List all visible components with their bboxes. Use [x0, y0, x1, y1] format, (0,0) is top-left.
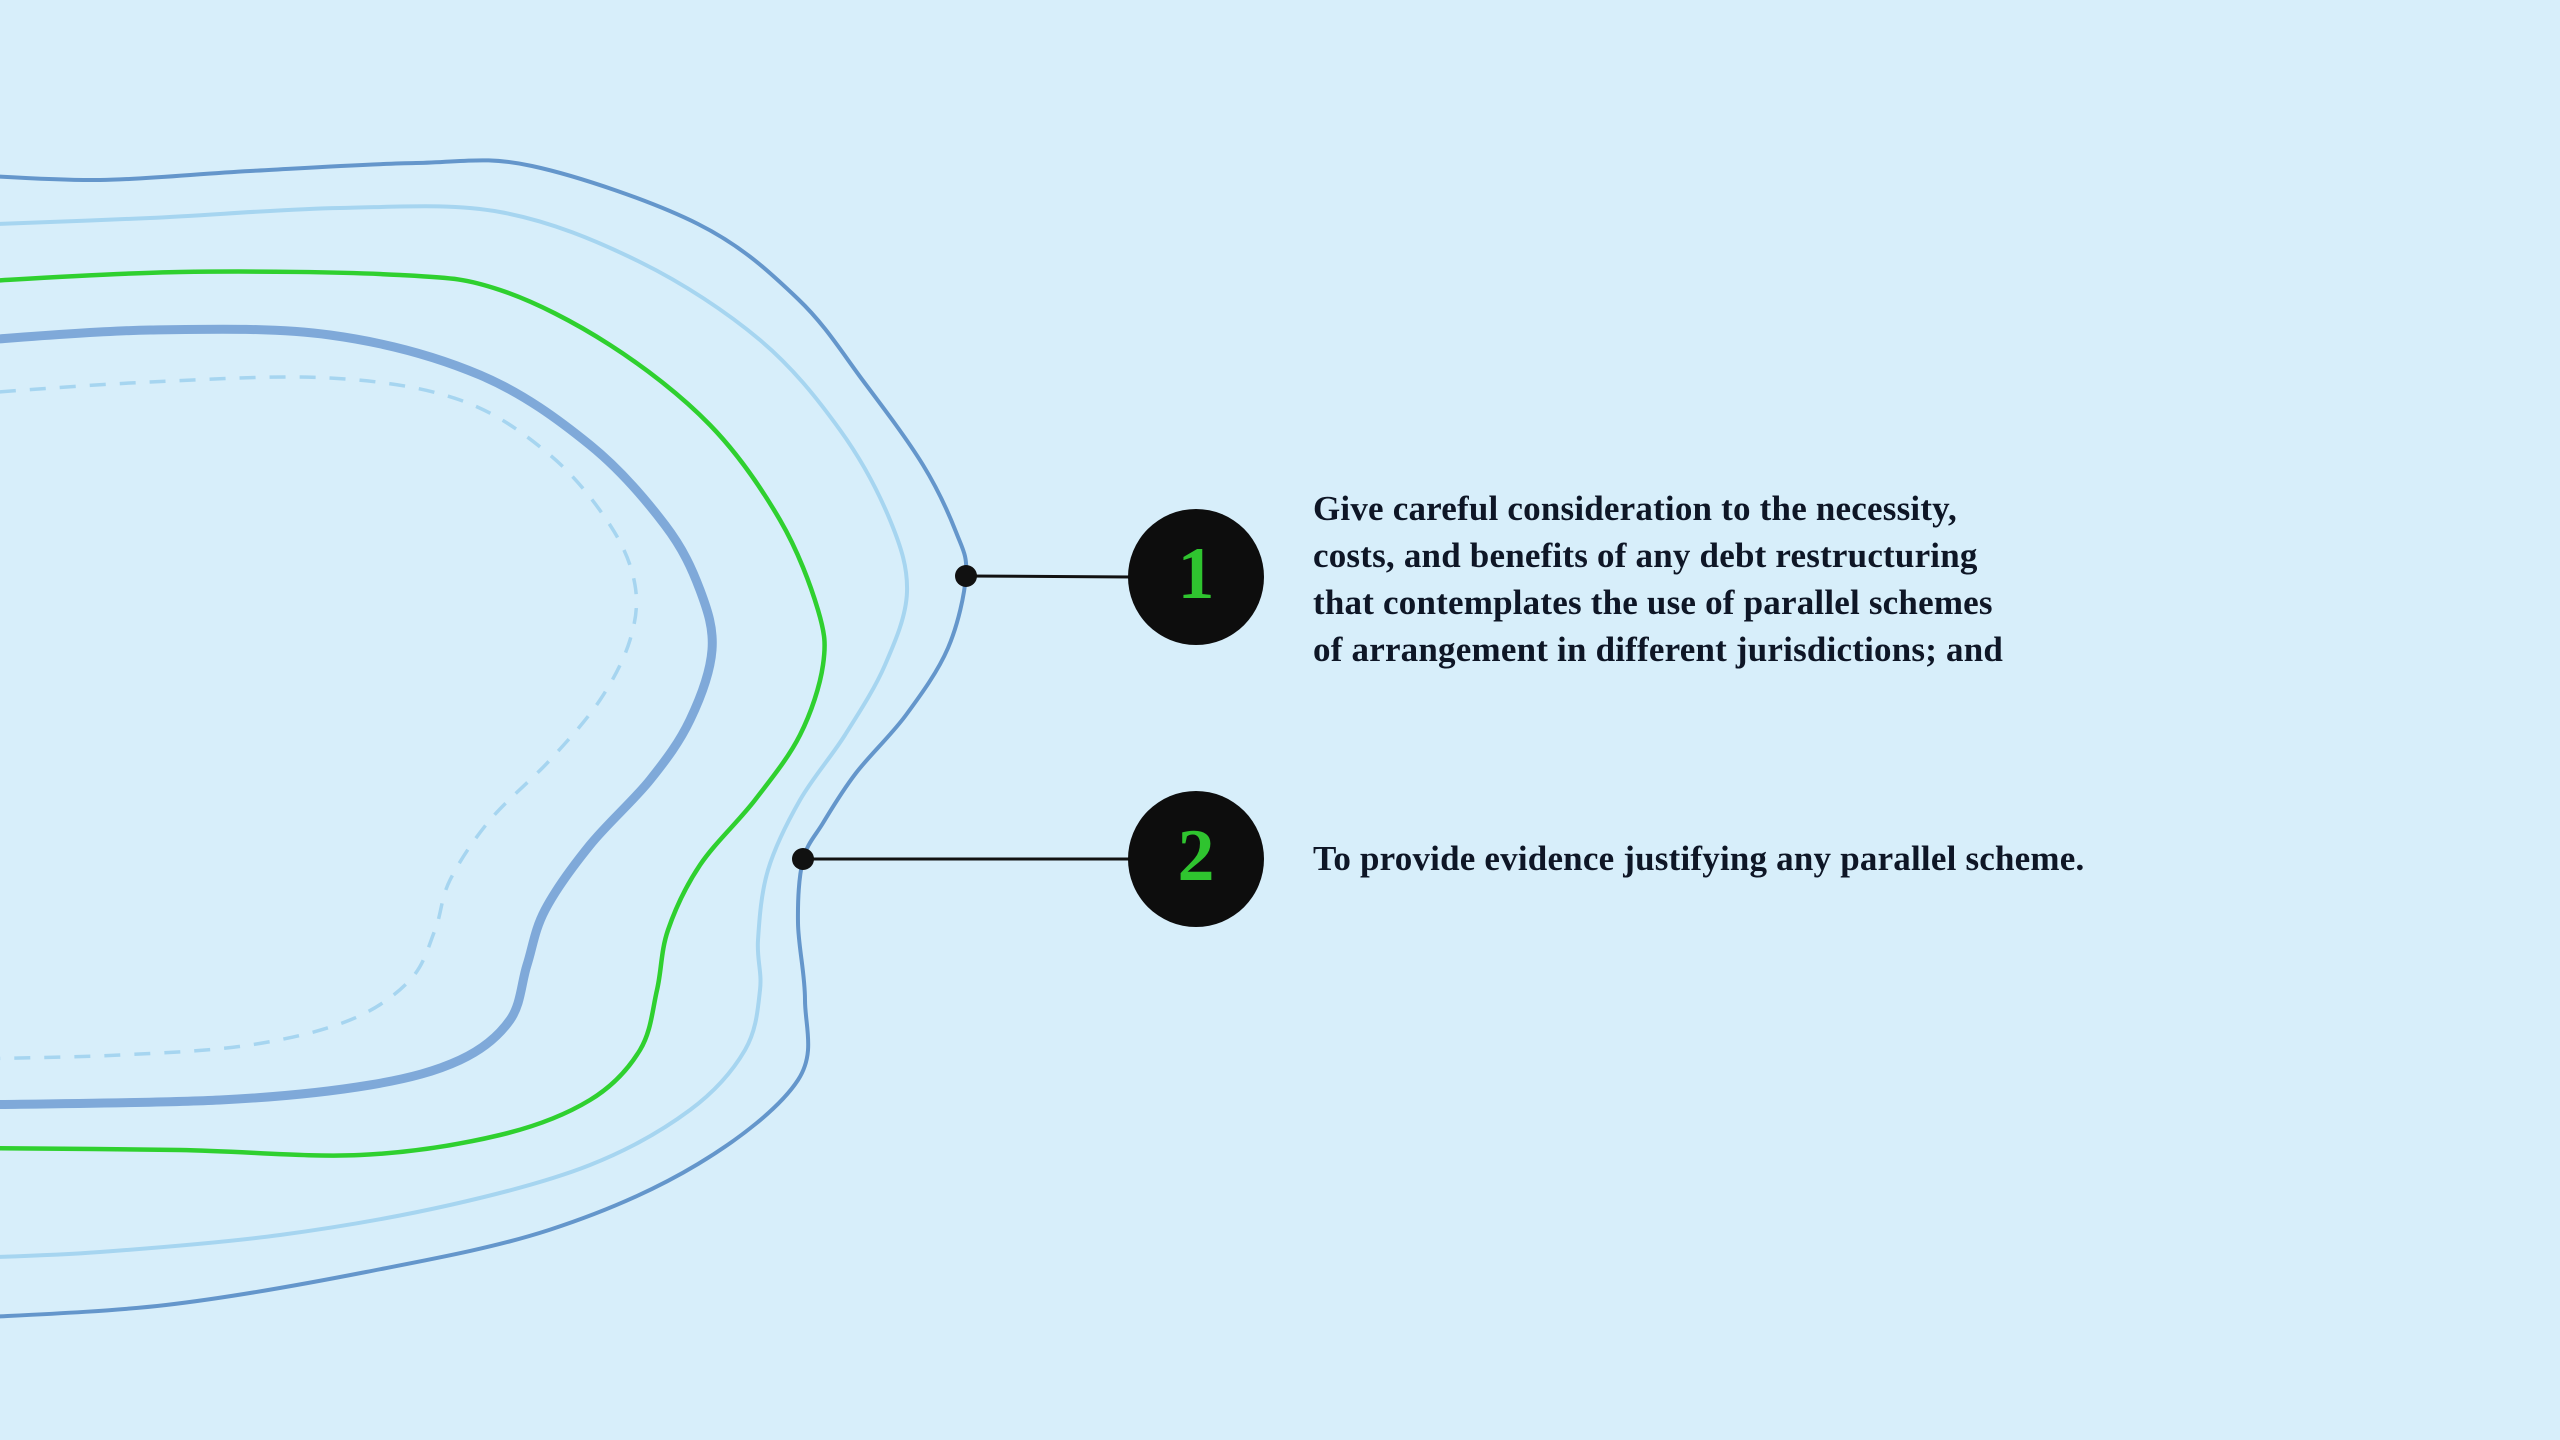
connector-dot-1 [955, 565, 977, 587]
callout-1-text: Give careful consideration to the necess… [1313, 489, 2004, 669]
callout-2-number: 2 [1177, 815, 1215, 897]
contour-line-dashed [0, 375, 639, 1061]
contour-line-thick-blue [0, 324, 717, 1110]
callout-2-text: To provide evidence justifying any paral… [1313, 839, 2085, 878]
callout-2-number-badge: 2 [1128, 791, 1264, 927]
connector-line-1 [965, 574, 1133, 579]
connector-dot-2 [792, 848, 814, 870]
contour-line-light-blue [0, 204, 910, 1259]
contour-line-green [0, 269, 827, 1158]
callout-1-number: 1 [1177, 533, 1215, 615]
contour-line-outer-blue [0, 158, 969, 1319]
callout-1-number-badge: 1 [1128, 509, 1264, 645]
